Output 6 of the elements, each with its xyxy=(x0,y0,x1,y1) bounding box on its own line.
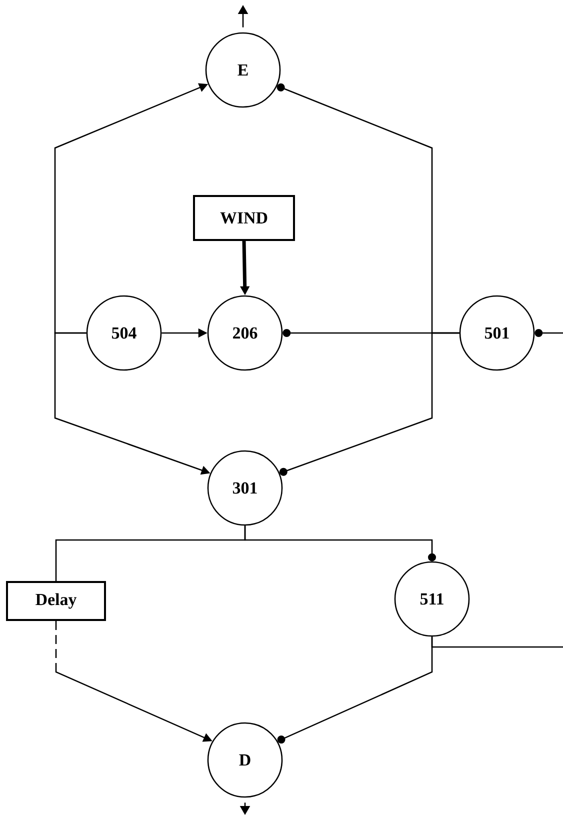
connector-line xyxy=(431,636,563,648)
label-box: Delay xyxy=(6,581,106,621)
inhibitor-line xyxy=(279,332,460,476)
label-box: WIND xyxy=(193,195,295,241)
inhibitor-line xyxy=(244,526,436,562)
inhibitor-line xyxy=(534,329,563,337)
